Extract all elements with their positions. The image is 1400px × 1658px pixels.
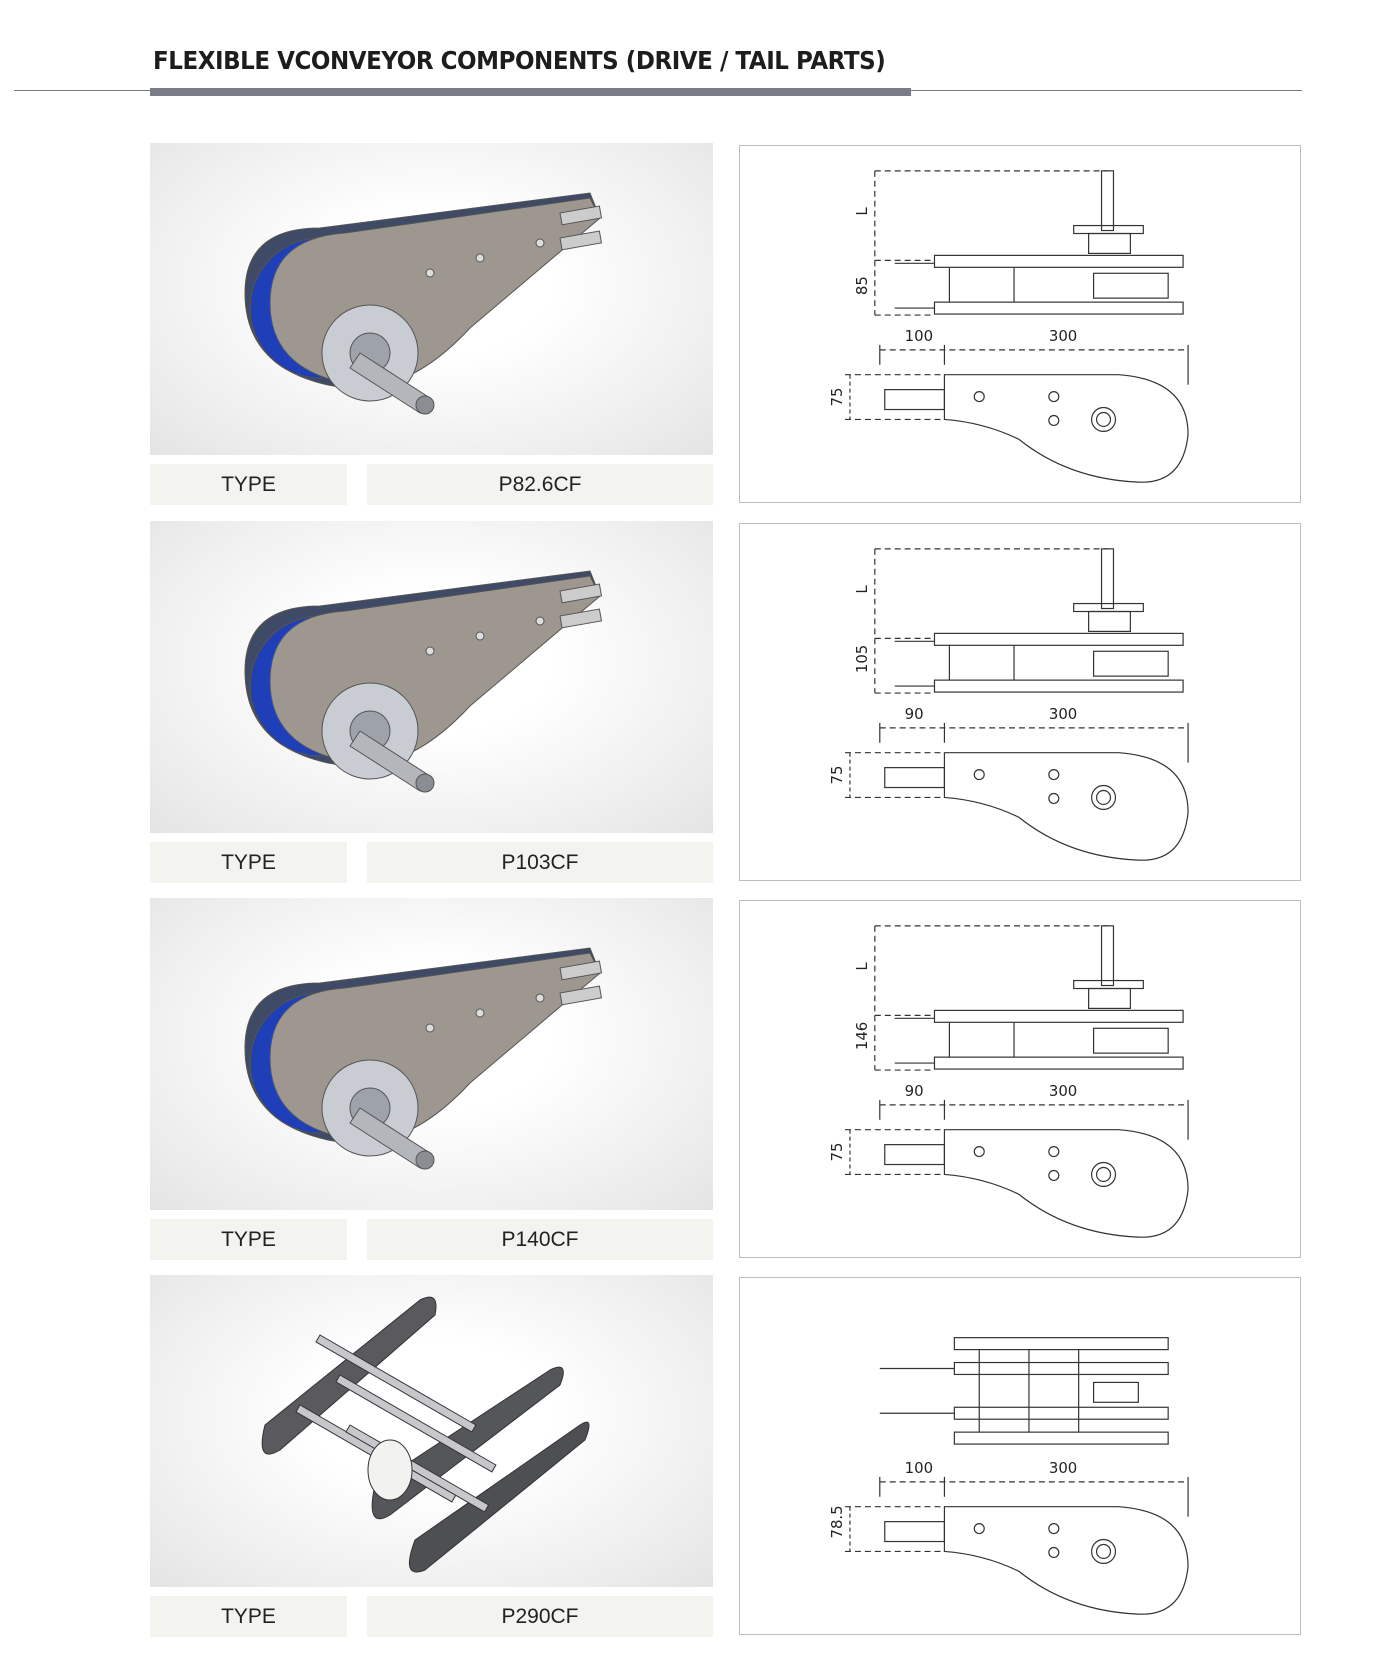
technical-drawing: L 105 90 300 75 — [828, 548, 1189, 861]
drawing-panel: L 105 90 300 75 — [739, 523, 1301, 881]
drawing-panel: L 146 90 300 75 — [739, 900, 1301, 1258]
type-label: TYPE — [150, 842, 347, 883]
dim-body: 300 — [1049, 1082, 1077, 1100]
dim-tail: 100 — [905, 1459, 933, 1477]
component-photo — [150, 898, 713, 1210]
technical-drawing: L 146 90 300 75 — [828, 925, 1189, 1238]
drive-unit-photo-art — [244, 570, 603, 793]
dim-tail: 90 — [905, 1082, 924, 1100]
dim-width: 75 — [828, 1143, 846, 1162]
dim-body: 300 — [1049, 1459, 1077, 1477]
dim-body: 300 — [1049, 327, 1077, 345]
plan-view — [844, 344, 1189, 483]
type-value: P140CF — [367, 1219, 713, 1260]
drawing-panel: 100 300 78.5 — [739, 1277, 1301, 1635]
dim-width: 78.5 — [828, 1505, 846, 1538]
dim-length: L — [853, 585, 871, 594]
drive-unit-photo-art — [244, 947, 603, 1170]
dim-width: 75 — [828, 388, 846, 407]
side-view — [874, 170, 1184, 316]
page-title: FLEXIBLE VCONVEYOR COMPONENTS (DRIVE / T… — [153, 46, 886, 75]
plan-view — [844, 1476, 1189, 1615]
type-value: P82.6CF — [367, 464, 713, 505]
plan-view — [844, 1099, 1189, 1238]
type-value: P103CF — [367, 842, 713, 883]
technical-drawing: L 85 100 300 75 — [828, 170, 1189, 483]
drive-unit-photo-art — [244, 192, 603, 415]
dim-length: L — [853, 962, 871, 971]
technical-drawing: 100 300 78.5 — [828, 1337, 1189, 1615]
dim-height: 146 — [853, 1022, 871, 1050]
dim-body: 300 — [1049, 705, 1077, 723]
tail-unit-photo-art — [261, 1296, 590, 1573]
component-row: TYPE P140CF L 146 90 — [0, 898, 1400, 1268]
type-label: TYPE — [150, 464, 347, 505]
dim-tail: 100 — [905, 327, 933, 345]
type-label: TYPE — [150, 1596, 347, 1637]
component-photo — [150, 143, 713, 455]
dim-height: 85 — [853, 276, 871, 295]
dim-tail: 90 — [905, 705, 924, 723]
component-row: TYPE P290CF 100 300 78.5 — [0, 1275, 1400, 1645]
component-photo — [150, 521, 713, 833]
component-row: TYPE P103CF L 105 90 — [0, 521, 1400, 891]
dim-length: L — [853, 207, 871, 216]
side-view — [879, 1337, 1169, 1445]
type-label: TYPE — [150, 1219, 347, 1260]
drawing-panel: L 85 100 300 75 — [739, 145, 1301, 503]
type-value: P290CF — [367, 1596, 713, 1637]
plan-view — [844, 722, 1189, 861]
side-view — [874, 548, 1184, 694]
dim-height: 105 — [853, 645, 871, 673]
dim-width: 75 — [828, 766, 846, 785]
component-row: TYPE P82.6CF L 85 100 — [0, 143, 1400, 513]
component-photo — [150, 1275, 713, 1587]
title-underline — [150, 88, 911, 96]
side-view — [874, 925, 1184, 1071]
